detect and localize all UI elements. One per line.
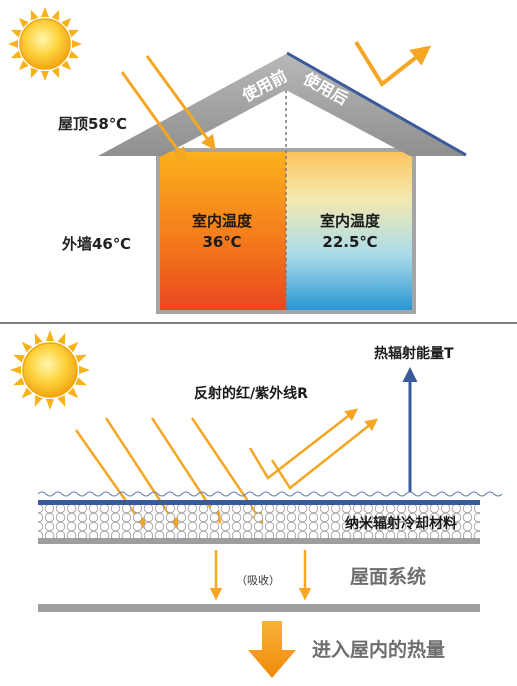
roof-temp-label: 屋顶58℃ [58, 115, 127, 133]
roof-system-label: 屋面系统 [350, 565, 426, 588]
house-after-section [286, 150, 414, 312]
thermal-radiation-label: 热辐射能量T [374, 345, 454, 362]
absorb-arrows [209, 550, 312, 601]
absorb-label: （吸收） [236, 573, 280, 587]
house-before-section [158, 150, 286, 312]
reflected-rays-bottom [248, 408, 378, 490]
roof-system-bar [38, 604, 480, 612]
left-room-temp-value: 36℃ [202, 233, 241, 251]
material-label: 纳米辐射冷却材料 [345, 515, 457, 532]
left-room-temp-title: 室内温度 [192, 212, 253, 230]
incoming-sun-rays [120, 55, 216, 163]
right-room-temp-title: 室内温度 [320, 212, 381, 230]
roof-left [98, 54, 286, 156]
sun-icon-bottom [10, 330, 90, 410]
heat-in-label: 进入屋内的热量 [312, 638, 445, 661]
sun-icon [8, 7, 82, 81]
roof-blue-edge [286, 51, 467, 157]
wall-temp-label: 外墙46℃ [61, 235, 131, 253]
cooling-material-layer [37, 491, 503, 544]
heat-in-arrow [248, 621, 296, 678]
right-room-temp-value: 22.5℃ [322, 233, 377, 251]
reflected-label: 反射的红/紫外线R [194, 385, 308, 402]
reflected-ray-top [354, 40, 432, 87]
